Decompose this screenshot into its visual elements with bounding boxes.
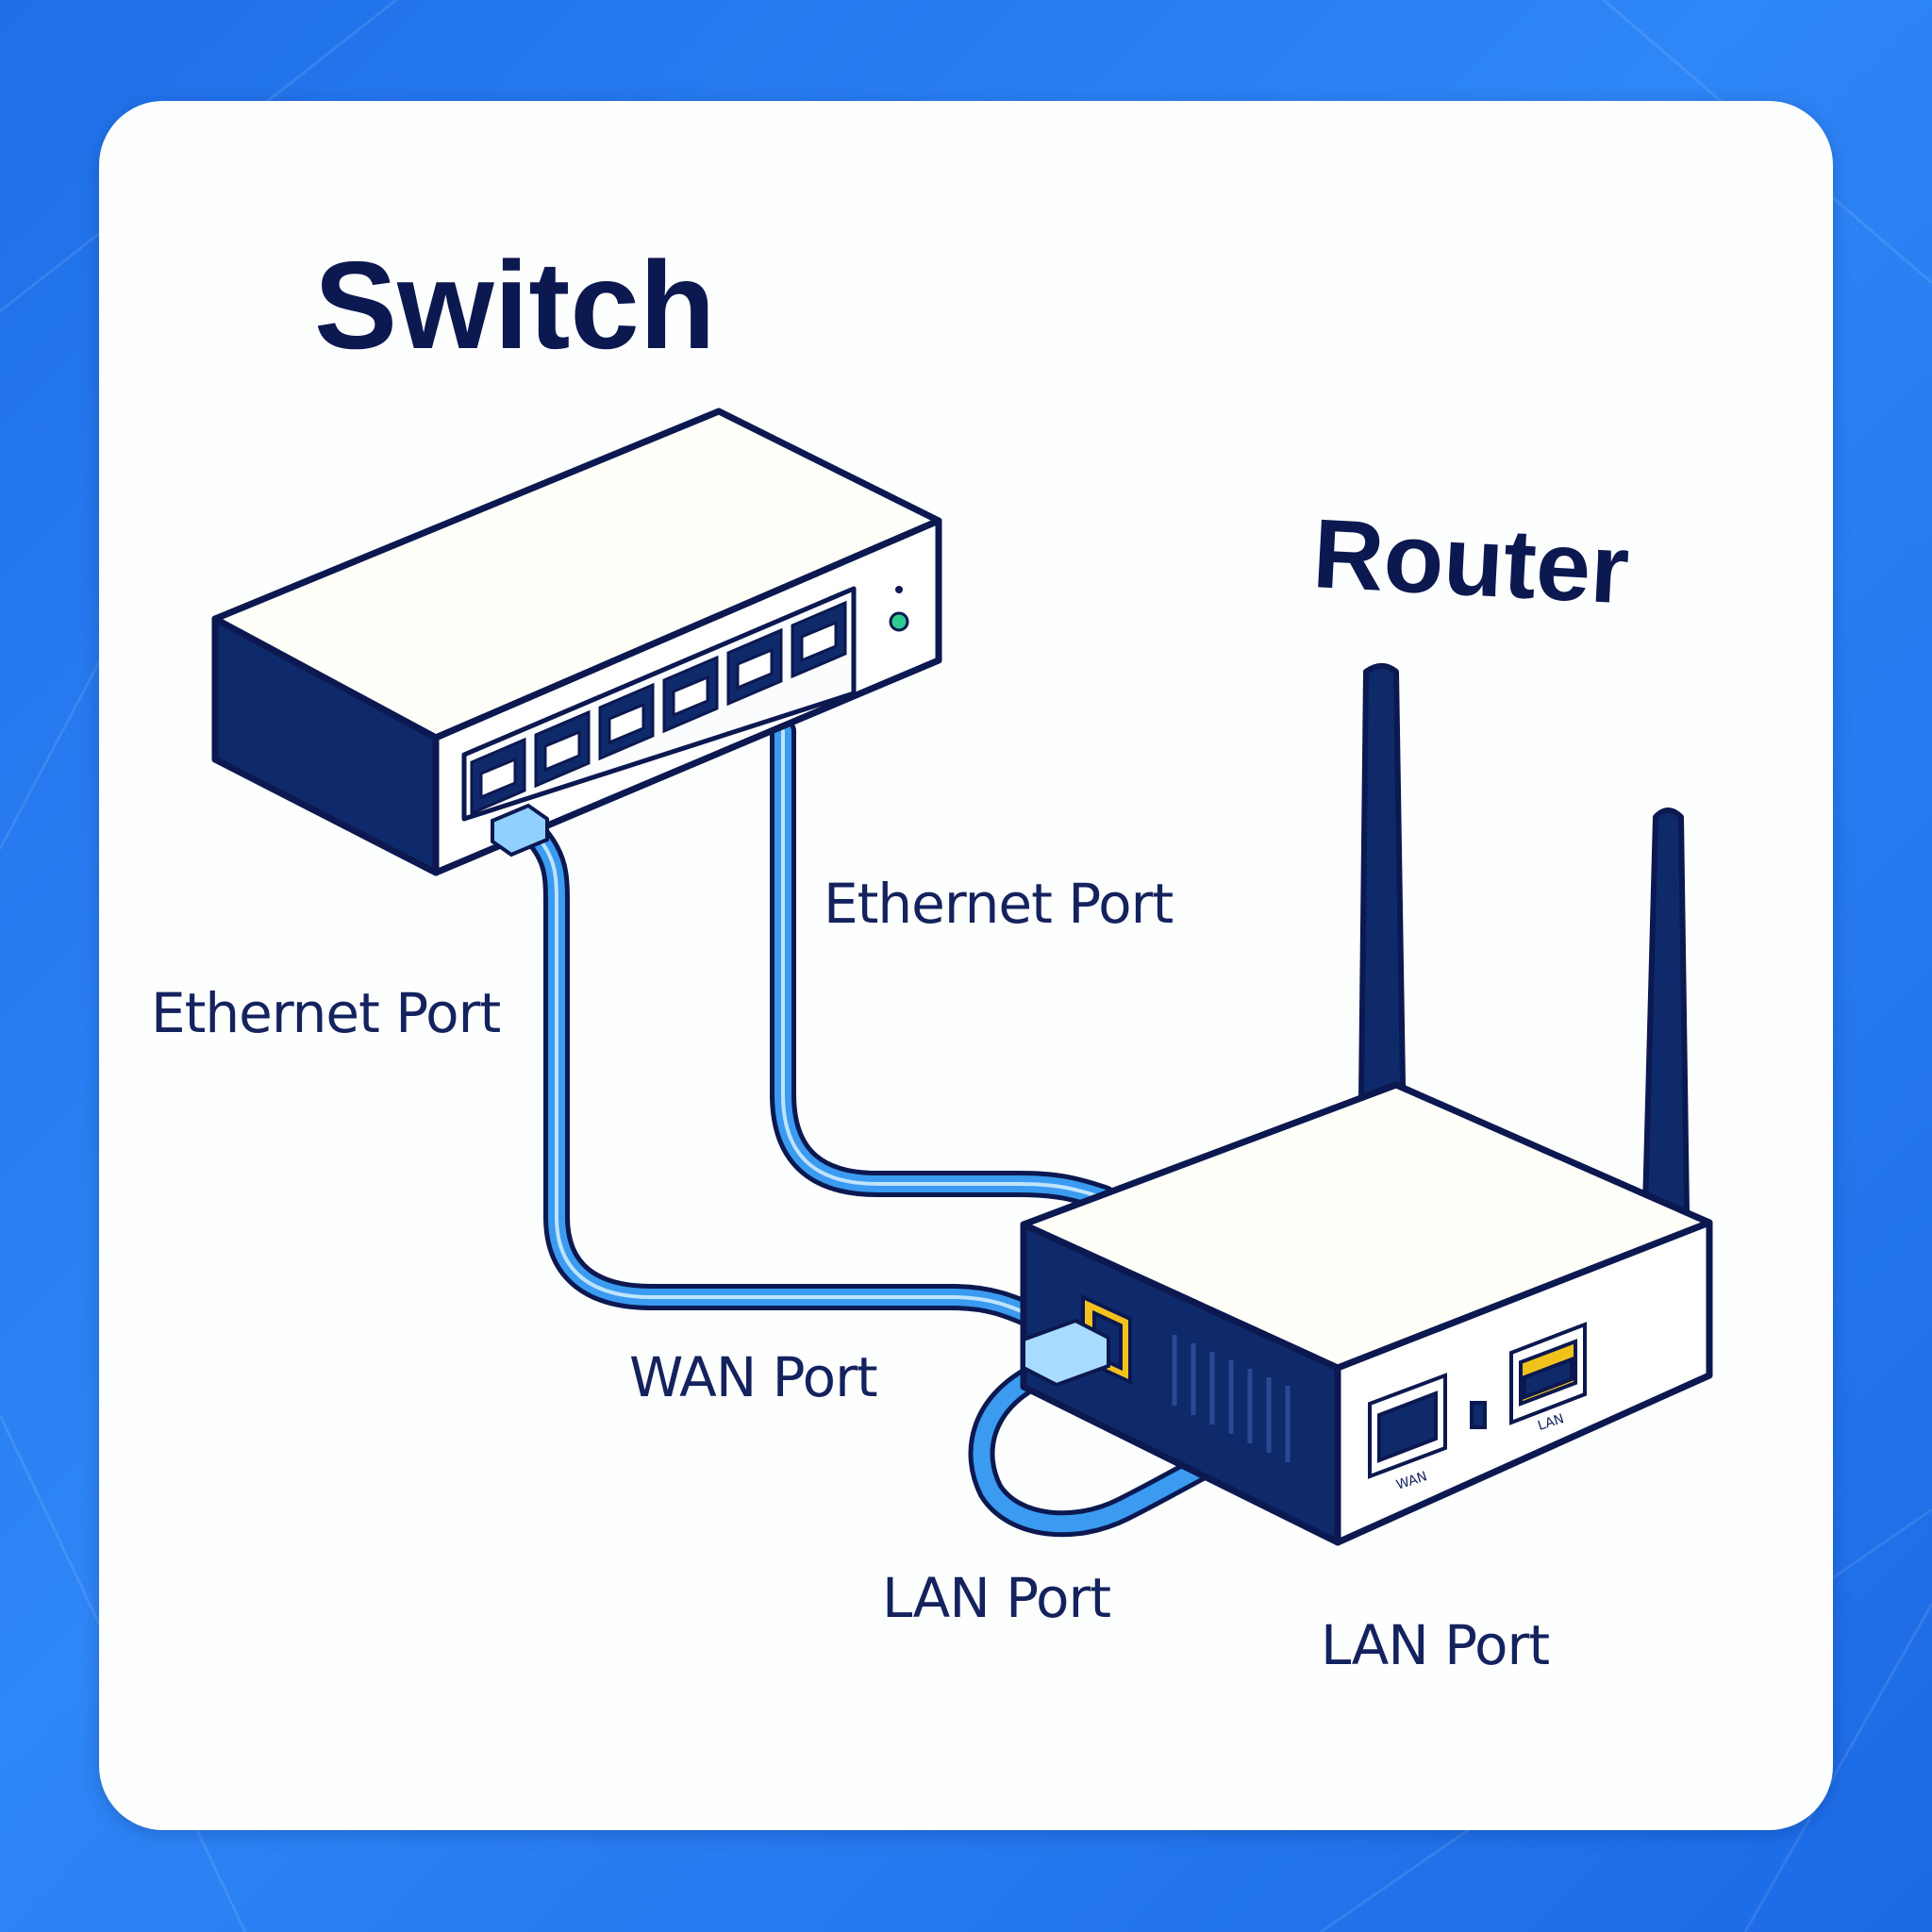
status-led-icon — [895, 586, 903, 593]
router-wan-port — [1022, 1293, 1132, 1388]
wan-port-label: WAN Port — [629, 1345, 878, 1409]
lan-port-label-right: LAN Port — [1321, 1613, 1550, 1677]
ethernet-port-icon — [598, 682, 655, 761]
switch-ports — [470, 600, 847, 816]
ethernet-port-icon — [470, 737, 526, 816]
switch-uplink-port-label: Ethernet Port — [824, 872, 1174, 936]
router-device-icon — [1020, 663, 1713, 1546]
ethernet-plug-icon — [491, 803, 549, 858]
router-vents — [1172, 1335, 1291, 1462]
ethernet-port-icon — [662, 655, 719, 734]
status-led-icon — [889, 611, 909, 632]
diagram-card — [99, 101, 1833, 1830]
antenna-icon — [1358, 663, 1406, 1102]
ethernet-port-icon — [791, 600, 847, 679]
ethernet-port-icon — [1509, 1322, 1587, 1425]
ethernet-port-icon — [534, 709, 591, 789]
ethernet-port-icon — [1368, 1373, 1447, 1479]
router-front-ports — [1368, 1322, 1587, 1479]
ethernet-port-icon — [726, 627, 783, 707]
ethernet-cable-icon — [523, 718, 1216, 1538]
switch-cable-port-label: Ethernet Port — [151, 981, 501, 1045]
switch-title: Switch — [314, 236, 716, 375]
lan-port-label-left: LAN Port — [882, 1566, 1111, 1630]
router-title: Router — [1309, 499, 1632, 625]
